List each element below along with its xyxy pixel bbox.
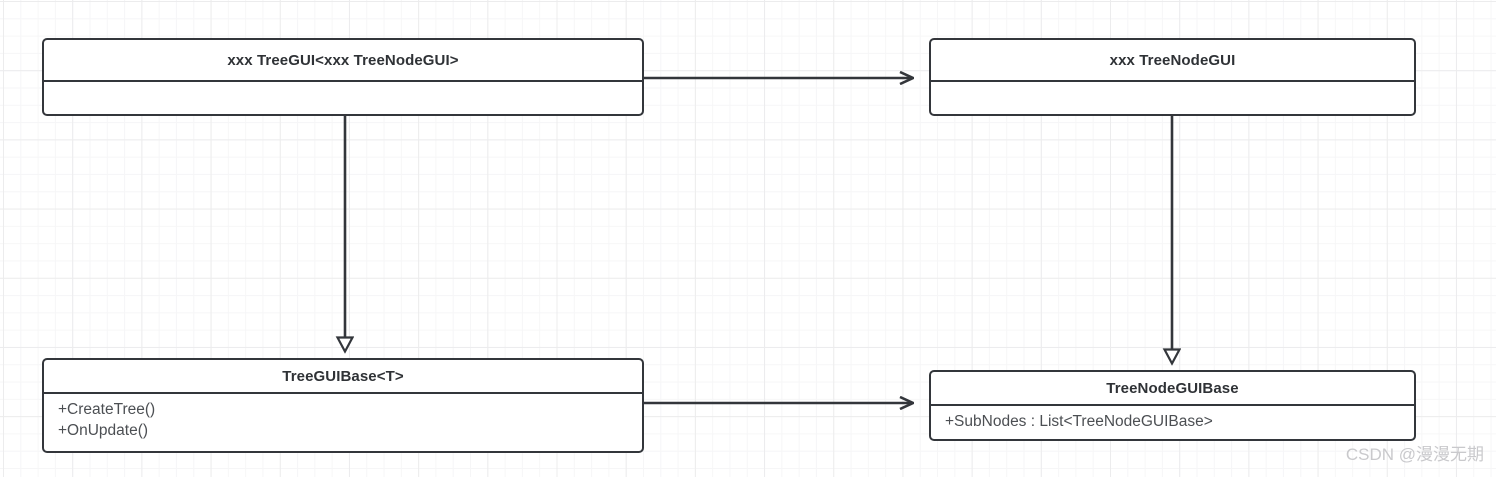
class-box-tree-node-gui-base[interactable]: TreeNodeGUIBase +SubNodes : List<TreeNod…	[929, 370, 1416, 441]
class-box-tree-node-gui[interactable]: xxx TreeNodeGUI	[929, 38, 1416, 116]
class-member: +OnUpdate()	[58, 422, 149, 439]
class-title-tree-node-gui: xxx TreeNodeGUI	[1109, 51, 1236, 69]
class-box-tree-gui[interactable]: xxx TreeGUI<xxx TreeNodeGUI>	[42, 38, 644, 116]
class-member: +CreateTree()	[58, 401, 156, 418]
class-title-tree-gui-base: TreeGUIBase<T>	[282, 367, 404, 385]
watermark-text: CSDN @漫漫无期	[1345, 445, 1484, 464]
class-members-tree-node-gui-base: +SubNodes : List<TreeNodeGUIBase>	[931, 404, 1414, 439]
class-members-tree-gui-base: +CreateTree() +OnUpdate()	[44, 392, 642, 451]
class-title-tree-gui: xxx TreeGUI<xxx TreeNodeGUI>	[227, 51, 459, 69]
class-member: +SubNodes : List<TreeNodeGUIBase>	[945, 413, 1213, 430]
class-box-tree-gui-base[interactable]: TreeGUIBase<T> +CreateTree() +OnUpdate()	[42, 358, 644, 453]
class-members-tree-gui	[44, 80, 642, 113]
class-members-tree-node-gui	[931, 80, 1414, 113]
class-title-tree-node-gui-base: TreeNodeGUIBase	[1106, 379, 1239, 397]
